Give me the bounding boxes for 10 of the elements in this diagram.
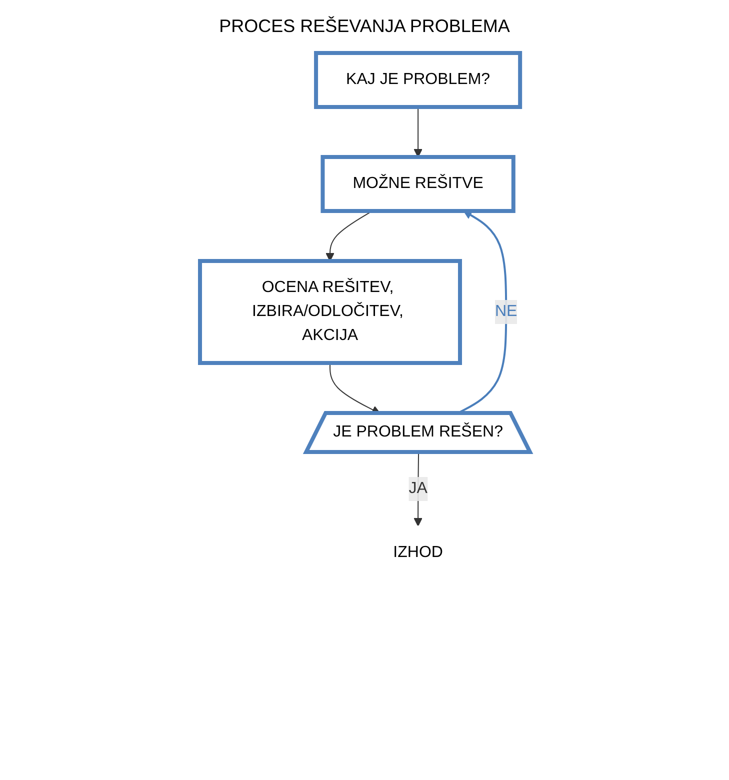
edge-label: JA <box>408 480 427 497</box>
edge-label: NE <box>494 302 517 320</box>
node-box: OCENA REŠITEV, IZBIRA/ODLOČITEV, AKCIJA <box>198 259 462 365</box>
node-text: IZHOD <box>392 544 442 561</box>
node-box: MOŽNE REŠITVE <box>320 155 515 213</box>
arrow <box>413 106 422 158</box>
diagram-title: PROCES REŠEVANJA PROBLEMA <box>219 16 510 37</box>
arrow <box>413 452 422 526</box>
arrow <box>325 210 372 262</box>
node-box: KAJ JE PROBLEM? <box>314 51 522 109</box>
